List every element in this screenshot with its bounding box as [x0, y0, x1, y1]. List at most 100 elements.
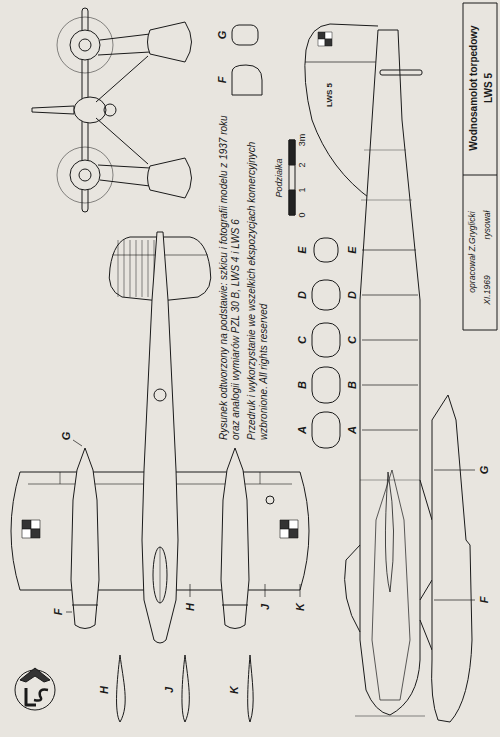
side-view — [361, 200, 412, 201]
side-view — [434, 470, 475, 471]
scale-bar — [289, 140, 295, 165]
plan-view — [22, 529, 31, 538]
front-view — [96, 56, 148, 102]
fuselage-section — [312, 412, 340, 448]
airfoil-section — [117, 655, 254, 722]
section-letter: E — [346, 245, 358, 254]
airfoil-section — [117, 655, 126, 722]
front-view — [98, 165, 150, 168]
side-view — [362, 385, 418, 386]
plan-view — [289, 520, 298, 529]
plan-view — [142, 232, 178, 643]
side-view — [325, 32, 332, 39]
side-view — [318, 32, 325, 39]
plan-view — [73, 440, 82, 446]
side-view — [325, 39, 332, 46]
plan-view — [266, 496, 274, 504]
side-view — [434, 600, 475, 601]
section-letter: G — [216, 30, 228, 41]
plan-view — [289, 529, 298, 538]
front-view — [79, 169, 91, 181]
plan-view — [260, 472, 261, 484]
scale-bar — [289, 140, 295, 215]
section-letter: F — [52, 608, 64, 617]
side-view — [362, 250, 416, 251]
side-view — [420, 580, 432, 600]
scale-number: 1 — [298, 187, 308, 192]
tail-rib — [130, 240, 131, 297]
plan-view — [190, 584, 191, 597]
scale-number: 0 — [298, 212, 308, 217]
plan-view — [280, 529, 289, 538]
maker-emblem — [26, 688, 36, 705]
section-letter: A — [346, 425, 358, 435]
section-letter: C — [296, 335, 308, 345]
maker-emblem — [34, 690, 48, 701]
fuselage-section — [314, 238, 338, 262]
plan-view — [300, 584, 301, 597]
plan-view — [222, 605, 248, 606]
plan-view — [60, 472, 61, 484]
side-view — [360, 30, 420, 715]
front-view — [100, 34, 150, 40]
front-view — [98, 52, 150, 55]
front-view — [79, 39, 91, 51]
section-letter: C — [346, 335, 358, 345]
plan-view — [153, 547, 167, 603]
side-view — [372, 470, 410, 700]
section-letter: J — [163, 686, 175, 694]
front-view — [57, 17, 113, 73]
section-letter: D — [346, 290, 358, 300]
tail-rib — [124, 240, 125, 297]
side-view — [420, 620, 432, 650]
side-view — [364, 150, 406, 151]
scale-number: 3m — [298, 134, 308, 147]
fuselage-section — [312, 323, 340, 357]
front-view — [104, 104, 116, 116]
section-letter: E — [296, 245, 308, 254]
title-block — [463, 175, 497, 176]
section-letter: F — [478, 596, 490, 605]
front-view — [57, 147, 113, 203]
tail-rib — [142, 240, 143, 297]
source-note: Rysunek odtworzony na podstawie: szkicu … — [218, 110, 242, 440]
front-view — [32, 106, 74, 114]
section-letter: K — [294, 602, 306, 612]
section-letter: K — [228, 685, 240, 695]
date-text: XI.1969 — [483, 275, 492, 304]
scale-bar — [289, 140, 295, 215]
front-view — [74, 97, 106, 123]
side-view — [385, 472, 393, 592]
type-name: LWS 5 — [483, 73, 494, 103]
side-view — [305, 24, 475, 722]
copyright-note: Przedruk i wykorzystanie we wszelkich ek… — [246, 110, 270, 440]
side-view — [305, 24, 378, 200]
tail-rib — [148, 240, 149, 297]
float-section — [232, 25, 262, 95]
plan-view — [31, 520, 40, 529]
plan-view — [118, 240, 154, 297]
section-letter: H — [184, 602, 196, 612]
plan-view — [22, 520, 298, 538]
section-letter: D — [296, 290, 308, 300]
credit-text: opracował Z.Gryglicki — [468, 211, 477, 292]
front-view — [148, 158, 192, 198]
side-view — [362, 340, 418, 341]
side-view — [362, 430, 418, 431]
front-view — [32, 8, 192, 212]
section-letter: G — [60, 431, 72, 442]
side-view — [305, 62, 380, 63]
fuselage-section — [312, 367, 340, 403]
plan-view — [154, 389, 166, 401]
plan-view — [280, 520, 289, 529]
side-view — [380, 70, 422, 75]
plan-view — [221, 448, 249, 629]
airfoil-section — [182, 655, 189, 722]
side-view — [318, 32, 332, 46]
plan-view — [71, 448, 99, 629]
section-letter: A — [296, 425, 308, 435]
title-block — [463, 3, 497, 330]
plan-view — [265, 584, 266, 597]
front-view — [100, 180, 150, 186]
